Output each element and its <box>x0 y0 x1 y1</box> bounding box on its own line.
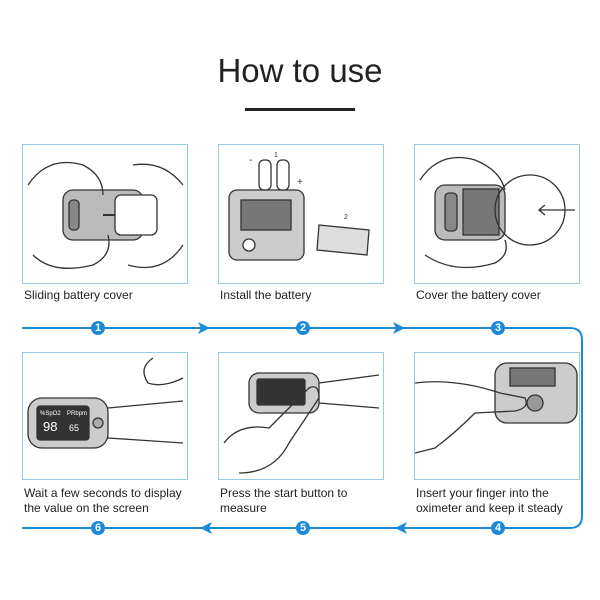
arrow-left-icon <box>200 522 212 534</box>
pr-value: 65 <box>69 423 79 433</box>
spo2-value: 98 <box>43 419 57 434</box>
step-5-illustration <box>218 352 384 480</box>
step-4-caption-line1: Insert your finger into the <box>416 486 549 500</box>
step-6-caption-line1: Wait a few seconds to display <box>24 486 182 500</box>
step-badge-5: 5 <box>296 521 310 535</box>
step-6-caption: Wait a few seconds to display the value … <box>24 486 182 516</box>
step-5-caption-line2: measure <box>220 501 267 515</box>
step-badge-4: 4 <box>491 521 505 535</box>
pr-label: PRbpm <box>67 411 87 417</box>
label-plus: + <box>297 177 303 188</box>
step-1-illustration <box>22 144 188 284</box>
step-5-caption-line1: Press the start button to <box>220 486 348 500</box>
step-badge-1: 1 <box>91 321 105 335</box>
arrow-right-icon <box>198 322 210 334</box>
label-2: 2 <box>344 214 348 221</box>
step-badge-3: 3 <box>491 321 505 335</box>
step-4-caption: Insert your finger into the oximeter and… <box>416 486 563 516</box>
arrow-left-icon <box>395 522 407 534</box>
step-3-caption: Cover the battery cover <box>416 288 541 302</box>
page-title: How to use <box>217 52 383 89</box>
step-1-caption: Sliding battery cover <box>24 288 133 302</box>
step-6-illustration: %SpO2 PRbpm 98 65 <box>22 352 188 480</box>
spo2-label: %SpO2 <box>40 411 61 417</box>
arrow-right-icon <box>393 322 405 334</box>
step-5-caption: Press the start button to measure <box>220 486 347 516</box>
step-4-illustration <box>414 352 580 480</box>
step-2-illustration: - + 1 2 <box>218 144 384 284</box>
step-2-caption: Install the battery <box>220 288 312 302</box>
label-1: 1 <box>274 152 278 159</box>
step-6-caption-line2: the value on the screen <box>24 501 149 515</box>
step-badge-6: 6 <box>91 521 105 535</box>
step-3-illustration <box>414 144 580 284</box>
label-minus: - <box>249 155 252 166</box>
step-badge-2: 2 <box>296 321 310 335</box>
step-4-caption-line2: oximeter and keep it steady <box>416 501 563 515</box>
title-underline <box>245 108 355 111</box>
